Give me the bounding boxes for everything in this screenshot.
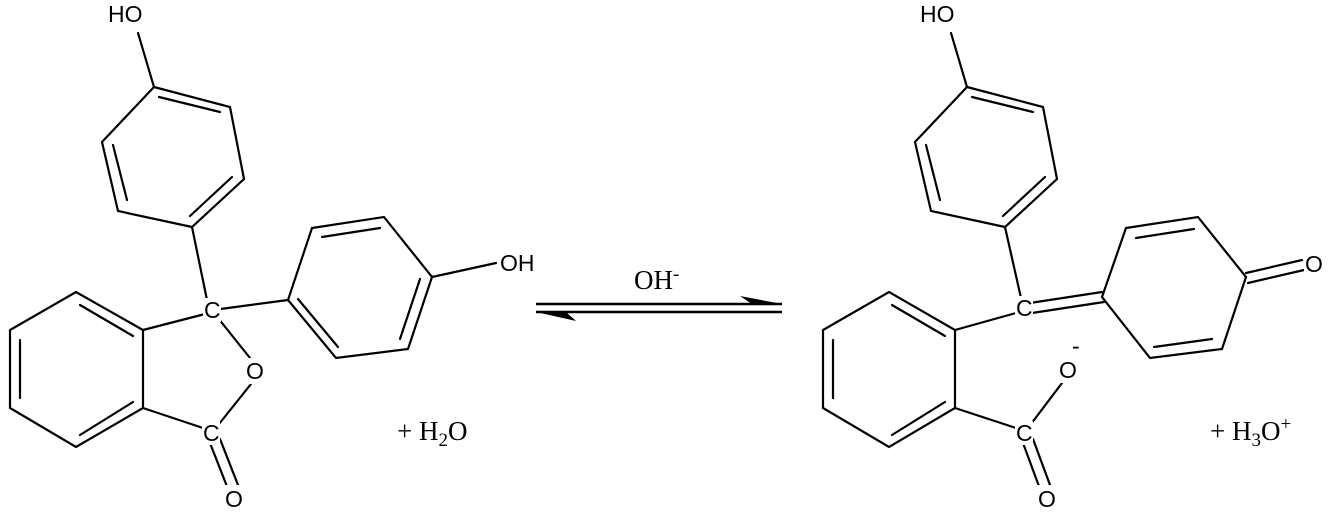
reverse-arrowhead — [536, 312, 576, 321]
left-benzo-to-carbonyl-bond — [141, 406, 205, 430]
left-ring-o-label: O — [246, 358, 264, 384]
left-top-oh-bond — [136, 31, 156, 89]
left-central-c-label: C — [204, 297, 221, 323]
right-carbonyl-o-label: O — [1038, 486, 1056, 512]
left-right-phenol-ring — [286, 215, 434, 360]
right-central-c-label: C — [1016, 295, 1033, 321]
left-carbonyl-o-label: O — [225, 486, 243, 512]
left-c-to-right-ring-bond — [211, 298, 290, 312]
left-top-ring-to-c-bond — [190, 225, 209, 302]
right-c-to-benzo-bond — [953, 311, 1018, 332]
right-quinone-ring — [1100, 215, 1248, 360]
right-carboxylate-charge: - — [1072, 333, 1080, 359]
left-right-oh-bond — [430, 261, 498, 279]
right-top-ho-label: HO — [920, 1, 955, 27]
equilibrium-arrows: OH- — [536, 264, 782, 321]
left-top-ho-label: HO — [108, 1, 143, 27]
left-carbonyl-double-bond-a — [208, 441, 230, 491]
left-molecule: HO OH C O C O — [8, 0, 538, 512]
plus-water: + H2O — [397, 416, 467, 451]
forward-arrowhead — [740, 296, 782, 304]
left-right-oh-label: OH — [500, 250, 535, 276]
left-o-to-carbonyl-bond — [217, 382, 253, 426]
right-carboxyl-double-bond-b — [1031, 437, 1052, 487]
right-carboxyl-c-label: C — [1016, 420, 1033, 446]
right-quinone-o-label: O — [1305, 251, 1323, 277]
plus-hydronium: + H3O+ — [1210, 414, 1291, 451]
left-top-phenol-ring — [100, 85, 246, 229]
right-carboxyl-double-bond-a — [1021, 441, 1042, 491]
right-benzo-to-carboxyl-bond — [953, 406, 1018, 430]
right-benzo-ring — [821, 290, 957, 449]
reagent-hydroxide: OH- — [634, 264, 679, 295]
left-carbonyl-double-bond-b — [218, 437, 240, 487]
left-benzo-ring — [8, 290, 145, 449]
right-top-oh-bond — [949, 31, 969, 89]
right-quinone-co-bond-b — [1246, 268, 1306, 285]
right-top-phenol-ring — [913, 85, 1059, 229]
right-molecule: HO C O O - C O — [821, 0, 1328, 512]
right-c-quinone-double-bond-b — [1030, 300, 1106, 315]
left-c-to-o-bond — [216, 316, 252, 360]
left-carbonyl-c-label: C — [203, 420, 220, 446]
right-carboxylate-o-label: O — [1059, 357, 1077, 383]
right-top-ring-to-c-bond — [1003, 225, 1023, 300]
left-c-to-benzo-bond — [141, 312, 207, 332]
right-c-quinone-double-bond-a — [1028, 290, 1104, 305]
right-carboxyl-o-minus-bond — [1029, 381, 1064, 426]
right-quinone-co-bond-a — [1244, 258, 1304, 275]
